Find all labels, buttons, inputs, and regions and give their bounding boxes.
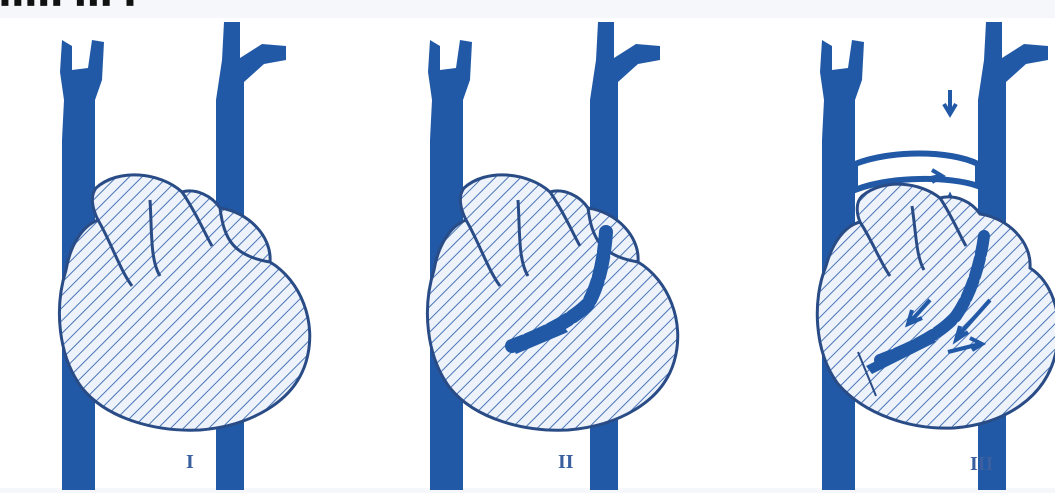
panel-label-1: I: [186, 451, 194, 473]
panel-label-3: III: [970, 453, 994, 475]
panel-label-2: II: [558, 451, 574, 473]
